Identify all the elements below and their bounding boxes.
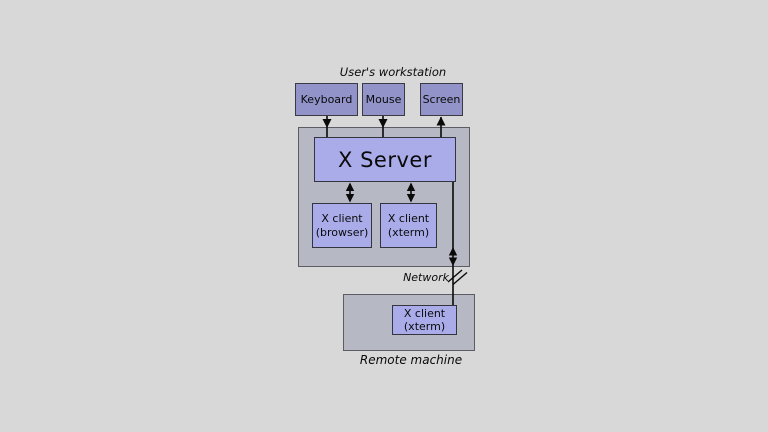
keyboard-label: Keyboard (300, 93, 353, 106)
x-client-xterm-line1: X client (387, 211, 430, 225)
x-client-xterm-box: X client (xterm) (380, 203, 437, 248)
x-client-browser-box: X client (browser) (312, 203, 372, 248)
remote-x-client-xterm-box: X client (xterm) (392, 305, 457, 335)
server-browser-double-arrow (345, 182, 355, 203)
screen-box: Screen (420, 83, 463, 116)
x-client-browser-line2: (browser) (315, 225, 369, 239)
mouse-label: Mouse (365, 93, 402, 106)
x-server-box: X Server (314, 137, 456, 182)
remote-machine-label: Remote machine (359, 353, 463, 367)
server-to-screen-arrow (436, 116, 446, 137)
screen-label: Screen (422, 93, 461, 106)
users-workstation-label: User's workstation (339, 65, 447, 79)
x-client-browser-line1: X client (321, 211, 363, 225)
server-xterm-double-arrow (406, 182, 416, 203)
x-server-label: X Server (338, 147, 432, 172)
remote-x-client-line1: X client (403, 307, 446, 320)
keyboard-box: Keyboard (295, 83, 358, 116)
mouse-box: Mouse (362, 83, 405, 116)
keyboard-to-server-arrow (322, 116, 332, 137)
network-break-slashes (447, 269, 468, 286)
network-connection-line (448, 182, 458, 306)
remote-x-client-line2: (xterm) (403, 320, 446, 333)
mouse-to-server-arrow (378, 116, 388, 137)
x-client-xterm-line2: (xterm) (387, 225, 430, 239)
network-label: Network (403, 271, 449, 284)
